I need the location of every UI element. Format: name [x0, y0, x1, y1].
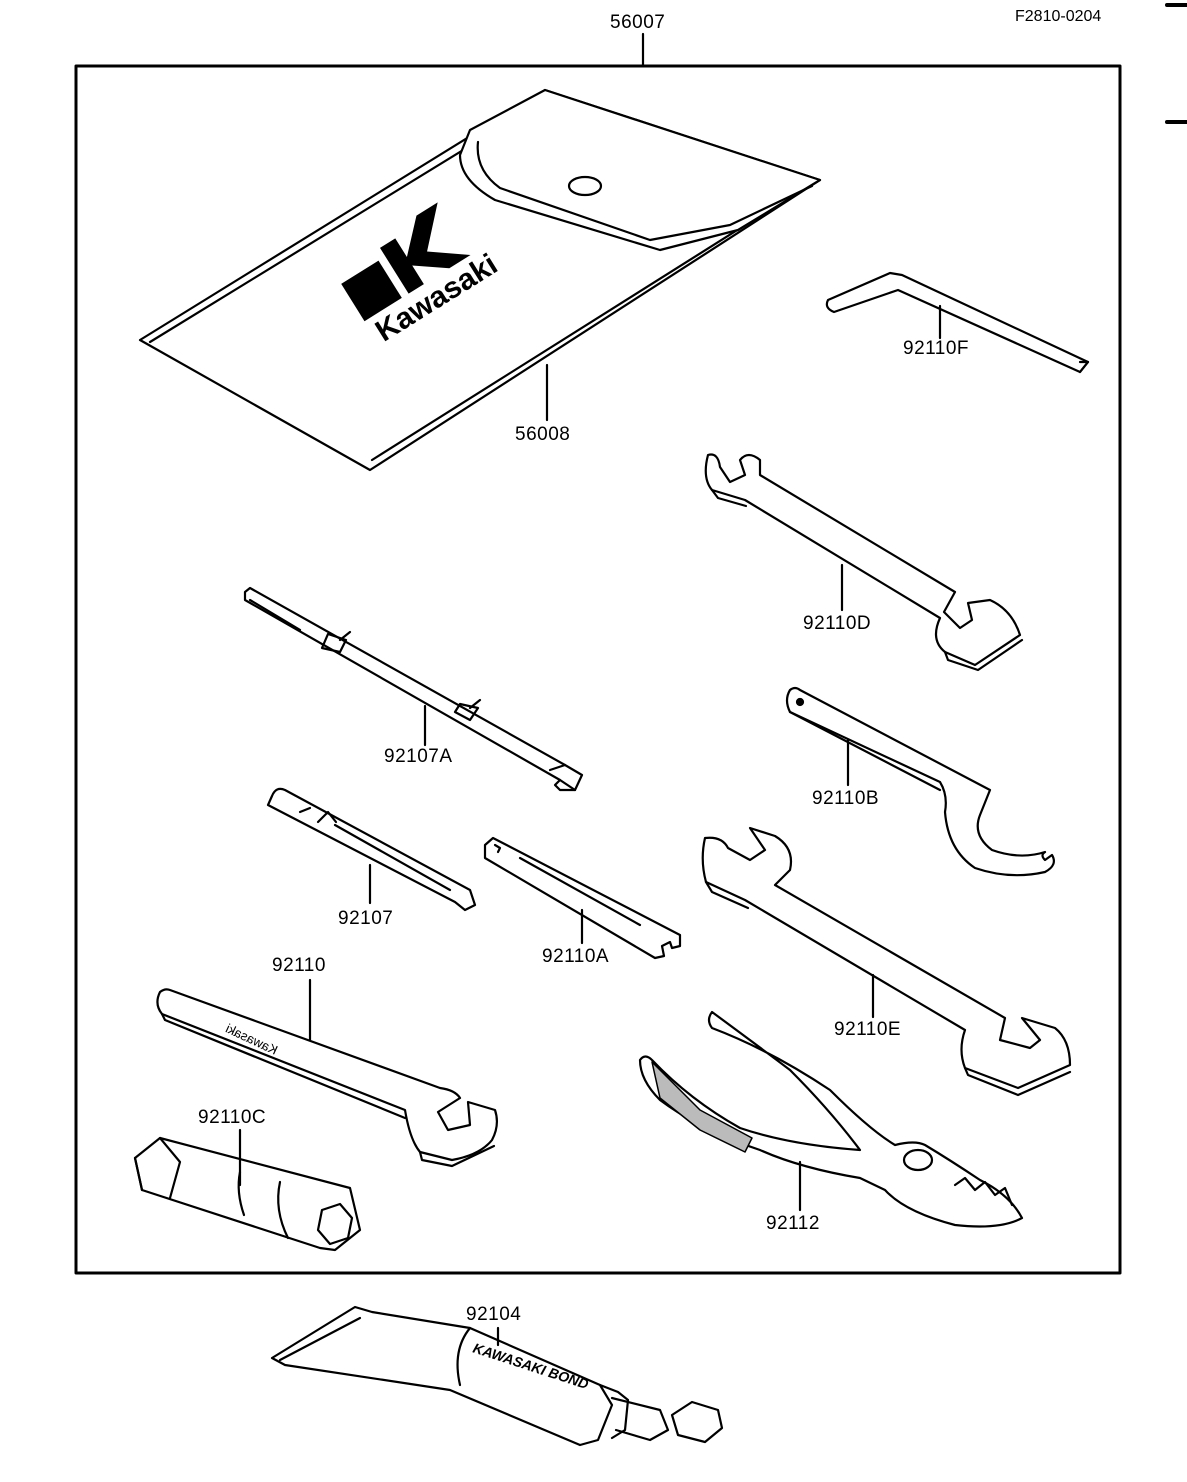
screwdriver-double — [243, 586, 584, 792]
margin-tick-marks — [1165, 3, 1187, 124]
part-label-92110A: 92110A — [542, 946, 610, 967]
part-label-92110E: 92110E — [834, 1019, 902, 1040]
pouch-snap-button — [567, 175, 603, 197]
part-label-92110C: 92110C — [198, 1107, 267, 1128]
part-label-92110B: 92110B — [812, 788, 880, 809]
part-label-92104: 92104 — [466, 1304, 522, 1325]
kawasaki-logo: Kawasaki — [341, 202, 503, 348]
open-end-wrench-small — [704, 453, 1024, 672]
pliers-pivot — [902, 1148, 934, 1172]
part-label-92112: 92112 — [766, 1213, 820, 1234]
tube-cap — [670, 1400, 724, 1444]
part-label-92110: 92110 — [272, 955, 326, 976]
tool-pouch: Kawasaki — [138, 88, 822, 472]
socket-hex-opening — [316, 1202, 354, 1246]
flat-spanner — [483, 836, 682, 960]
screwdriver-bit — [266, 787, 477, 912]
part-label-56008: 56008 — [515, 424, 571, 445]
bond-tube: KAWASAKI BOND — [270, 1305, 724, 1447]
engraved-wrench: Kawasaki — [156, 978, 499, 1168]
hook-spanner — [785, 686, 1055, 877]
figure-code: F2810-0204 — [1015, 8, 1102, 25]
kit-frame — [74, 64, 1122, 1275]
part-label-92107A: 92107A — [384, 746, 453, 767]
pliers — [638, 1010, 1024, 1228]
part-label-56007: 56007 — [610, 12, 666, 33]
part-label-92110D: 92110D — [803, 613, 872, 634]
spark-plug-socket — [133, 1128, 362, 1252]
part-label-92110F: 92110F — [903, 338, 970, 359]
open-end-wrench-large — [701, 826, 1072, 1097]
part-label-92107: 92107 — [338, 908, 394, 929]
hex-key — [825, 271, 1090, 374]
